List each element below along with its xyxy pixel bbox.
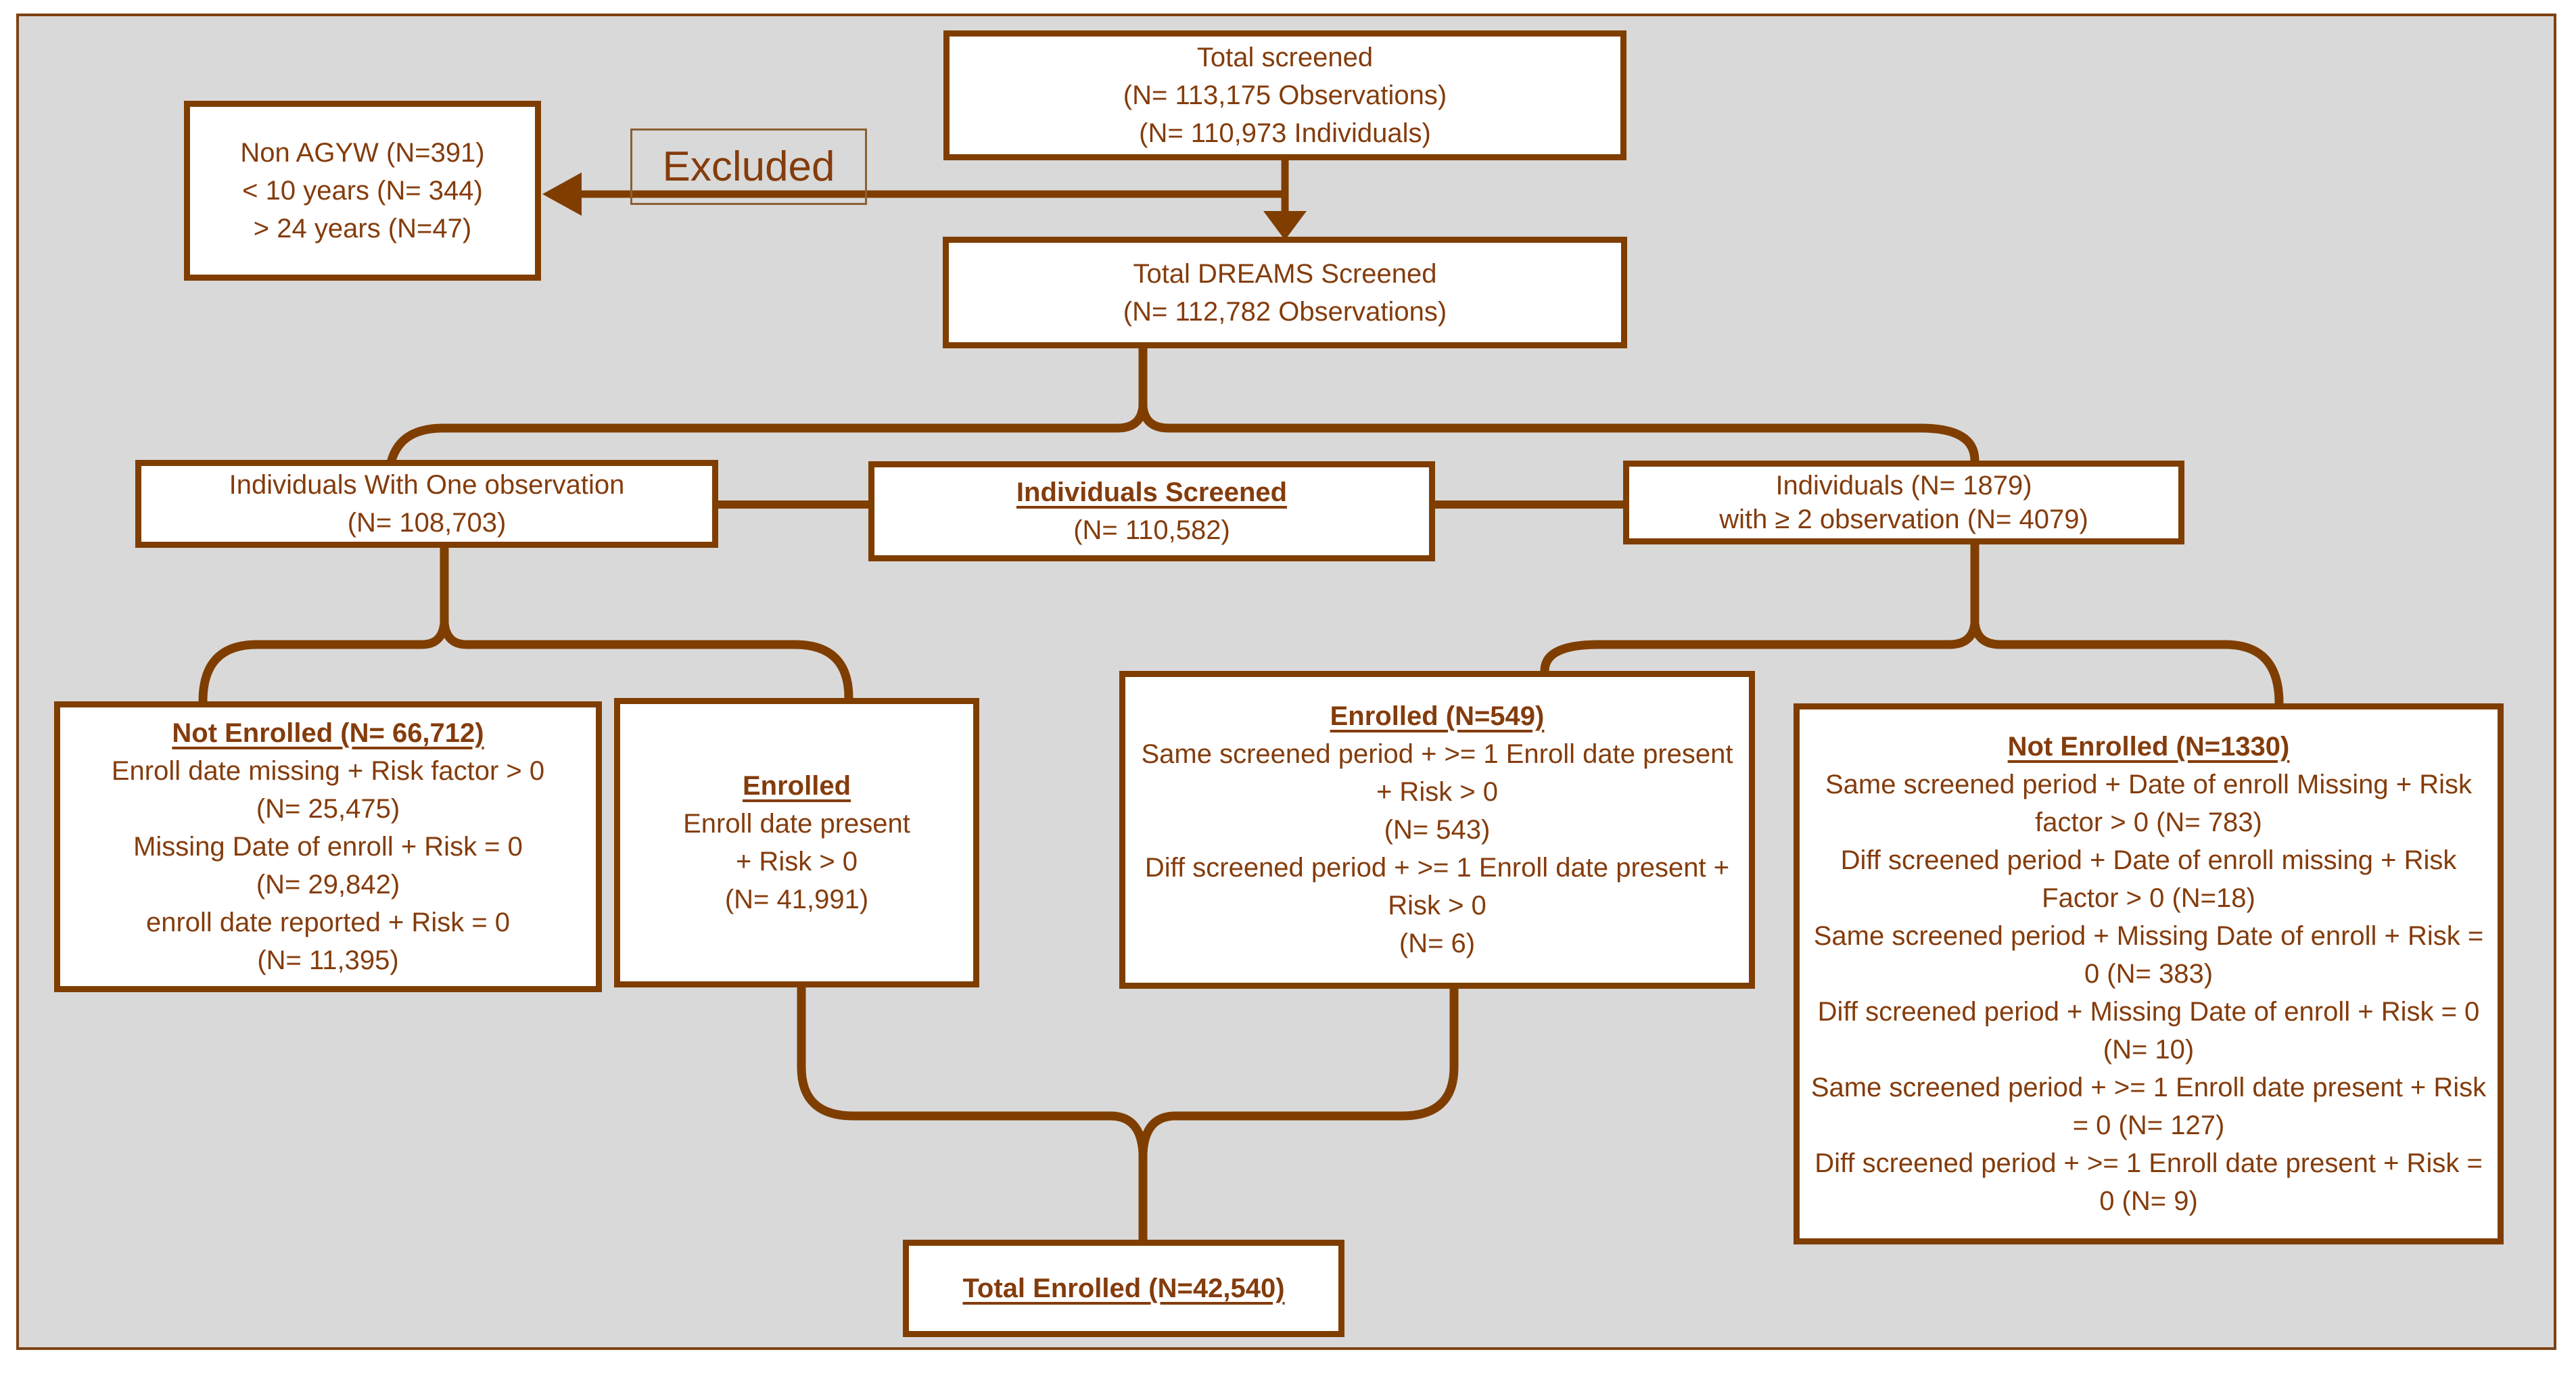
node-text: Enroll date present bbox=[683, 809, 910, 839]
node-text: (N= 543) bbox=[1384, 815, 1491, 845]
node-text: Same screened period + Missing Date of e… bbox=[1813, 921, 2484, 989]
node-text: (N= 110,582) bbox=[1073, 515, 1230, 545]
node-text: enroll date reported + Risk = 0 bbox=[145, 908, 511, 937]
node-text: Enroll date missing + Risk factor > 0 bbox=[111, 756, 545, 786]
node-text: + Risk > 0 bbox=[735, 847, 858, 877]
node-text: Same screened period + >= 1 Enroll date … bbox=[1810, 1073, 2487, 1140]
node-text: Diff screened period + >= 1 Enroll date … bbox=[1144, 853, 1730, 920]
node-text: Total screened bbox=[1196, 43, 1374, 72]
excluded-callout: Excluded bbox=[630, 129, 867, 205]
node-text: Diff screened period + Date of enroll mi… bbox=[1840, 845, 2457, 913]
node-text: Same screened period + >= 1 Enroll date … bbox=[1141, 739, 1733, 807]
node-text: (N= 108,703) bbox=[347, 508, 507, 538]
arrow-excluded bbox=[542, 172, 1285, 216]
node-total-enrolled: Total Enrolled (N=42,540) bbox=[903, 1240, 1344, 1337]
node-title: Not Enrolled (N=1330) bbox=[2007, 732, 2290, 762]
node-text: Non AGYW (N=391) bbox=[240, 138, 485, 168]
node-text: (N= 29,842) bbox=[256, 870, 400, 900]
node-text: < 10 years (N= 344) bbox=[242, 176, 483, 206]
node-text: with ≥ 2 observation (N= 4079) bbox=[1719, 505, 2088, 534]
node-text: Diff screened period + >= 1 Enroll date … bbox=[1814, 1148, 2483, 1216]
node-title: Individuals Screened bbox=[1016, 477, 1288, 507]
node-title: Enrolled bbox=[742, 771, 851, 801]
brace-dreams-split bbox=[384, 348, 1980, 482]
node-text: Same screened period + Date of enroll Mi… bbox=[1825, 770, 2472, 837]
arrowhead-down-icon bbox=[1263, 211, 1307, 240]
excluded-label-text: Excluded bbox=[662, 143, 835, 190]
node-text: Individuals (N= 1879) bbox=[1775, 471, 2032, 500]
node-individuals-one-observation: Individuals With One observation (N= 108… bbox=[135, 460, 718, 548]
brace-single-split bbox=[198, 548, 853, 702]
node-total-screened: Total screened (N= 113,175 Observations)… bbox=[943, 30, 1626, 160]
node-text: (N= 25,475) bbox=[256, 794, 400, 824]
node-text: Individuals With One observation bbox=[229, 470, 625, 500]
node-total-dreams-screened: Total DREAMS Screened (N= 112,782 Observ… bbox=[943, 237, 1627, 348]
node-not-enrolled-multi-observation: Not Enrolled (N=1330) Same screened peri… bbox=[1794, 703, 2504, 1244]
arrowhead-left-icon bbox=[542, 172, 582, 216]
node-enrolled-multi-observation: Enrolled (N=549) Same screened period + … bbox=[1119, 671, 1755, 989]
node-title: Not Enrolled (N= 66,712) bbox=[172, 718, 484, 748]
node-text: (N= 6) bbox=[1399, 929, 1476, 958]
node-text: Diff screened period + Missing Date of e… bbox=[1817, 997, 2480, 1065]
node-title: Enrolled (N=549) bbox=[1330, 701, 1545, 731]
node-text: Missing Date of enroll + Risk = 0 bbox=[133, 832, 523, 862]
node-not-enrolled-single-observation: Not Enrolled (N= 66,712) Enroll date mis… bbox=[54, 701, 602, 992]
node-title: Total Enrolled (N=42,540) bbox=[962, 1274, 1285, 1303]
brace-multi-split bbox=[1540, 544, 2284, 704]
node-text: (N= 113,175 Observations) bbox=[1123, 80, 1447, 110]
arrow-total-to-dreams bbox=[1263, 160, 1307, 240]
node-text: (N= 112,782 Observations) bbox=[1123, 296, 1447, 327]
node-individuals-two-plus-observations: Individuals (N= 1879) with ≥ 2 observati… bbox=[1623, 461, 2184, 544]
node-text: (N= 41,991) bbox=[724, 885, 869, 914]
brace-merge-enrolled bbox=[797, 986, 1459, 1240]
node-text: (N= 11,395) bbox=[257, 946, 399, 975]
node-text: (N= 110,973 Individuals) bbox=[1139, 118, 1431, 148]
node-text: Total DREAMS Screened bbox=[1133, 258, 1437, 289]
node-text: > 24 years (N=47) bbox=[253, 214, 472, 243]
node-enrolled-single-observation: Enrolled Enroll date present + Risk > 0 … bbox=[614, 698, 979, 987]
node-non-agyw-excluded: Non AGYW (N=391) < 10 years (N= 344) > 2… bbox=[184, 101, 541, 281]
node-individuals-screened: Individuals Screened (N= 110,582) bbox=[868, 461, 1435, 561]
